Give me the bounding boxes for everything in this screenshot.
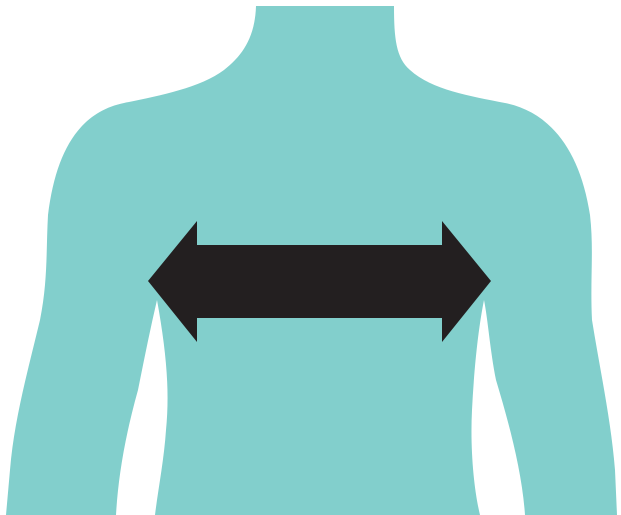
torso-figure xyxy=(0,0,621,515)
measurement-illustration xyxy=(0,0,621,515)
